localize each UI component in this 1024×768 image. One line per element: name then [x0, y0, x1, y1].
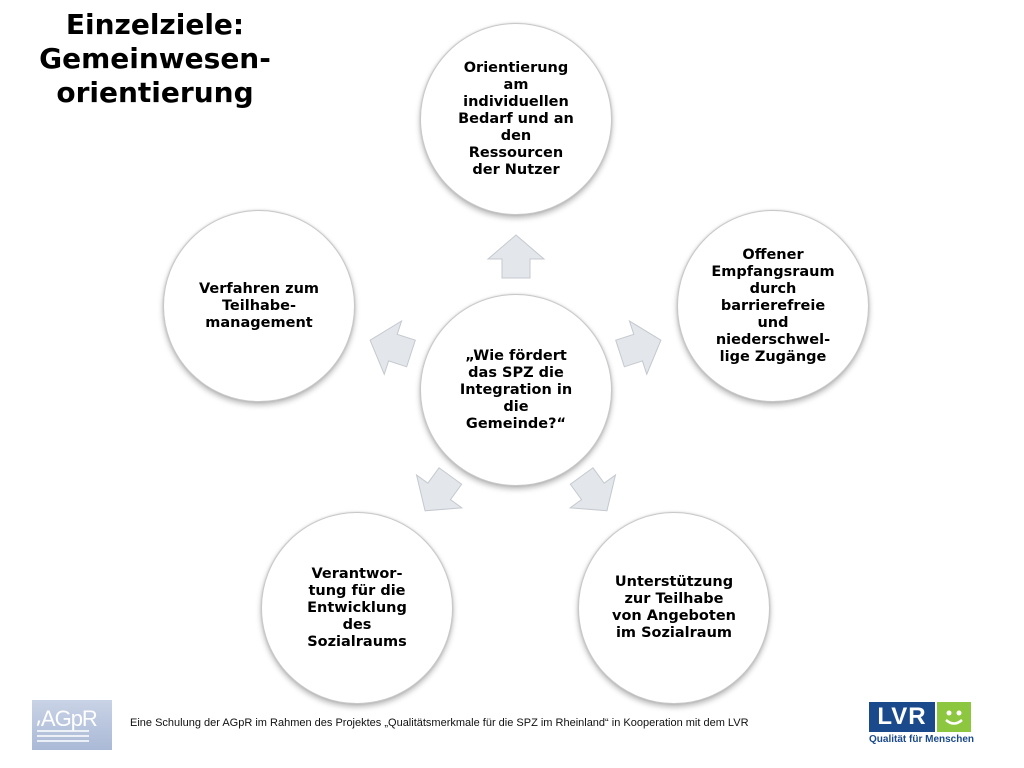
- goal-text-bottom-left: Verantwor- tung für die Entwicklung des …: [307, 565, 407, 650]
- arrow-left-icon: [369, 319, 416, 376]
- lvr-logo-word: LVR: [869, 702, 935, 732]
- lvr-logo: LVR Qualität für Menschen: [869, 702, 975, 748]
- goal-circle-top: Orientierung am individuellen Bedarf und…: [420, 23, 612, 215]
- goal-text-bottom-right: Unterstützung zur Teilhabe von Angeboten…: [612, 574, 736, 641]
- title-line-1: Einzelziele:: [65, 8, 245, 41]
- footer-text: Eine Schulung der AGpR im Rahmen des Pro…: [130, 717, 749, 729]
- goal-text-right: Offener Empfangsraum durch barrierefreie…: [711, 246, 835, 365]
- goal-text-top: Orientierung am individuellen Bedarf und…: [458, 59, 574, 178]
- arrow-up-icon: [486, 234, 546, 279]
- goal-circle-right: Offener Empfangsraum durch barrierefreie…: [677, 210, 869, 402]
- goal-circle-left: Verfahren zum Teilhabe- management: [163, 210, 355, 402]
- agpr-logo: ⸴AGpR: [32, 700, 112, 750]
- goal-circle-bottom-right: Unterstützung zur Teilhabe von Angeboten…: [578, 512, 770, 704]
- lvr-tagline: Qualität für Menschen: [869, 734, 975, 745]
- title-line-2: Gemeinwesen-: [39, 42, 271, 75]
- goal-text-left: Verfahren zum Teilhabe- management: [198, 280, 320, 331]
- center-question-text: „Wie fördert das SPZ die Integration in …: [459, 347, 573, 432]
- title-line-3: orientierung: [56, 76, 254, 109]
- arrow-right-icon: [615, 319, 662, 376]
- arrow-down-left-icon: [415, 467, 464, 512]
- goal-circle-bottom-left: Verantwor- tung für die Entwicklung des …: [261, 512, 453, 704]
- lvr-face-icon: [937, 702, 971, 732]
- center-circle: „Wie fördert das SPZ die Integration in …: [420, 294, 612, 486]
- slide-title: Einzelziele: Gemeinwesen- orientierung: [0, 8, 310, 110]
- arrow-down-right-icon: [568, 467, 617, 512]
